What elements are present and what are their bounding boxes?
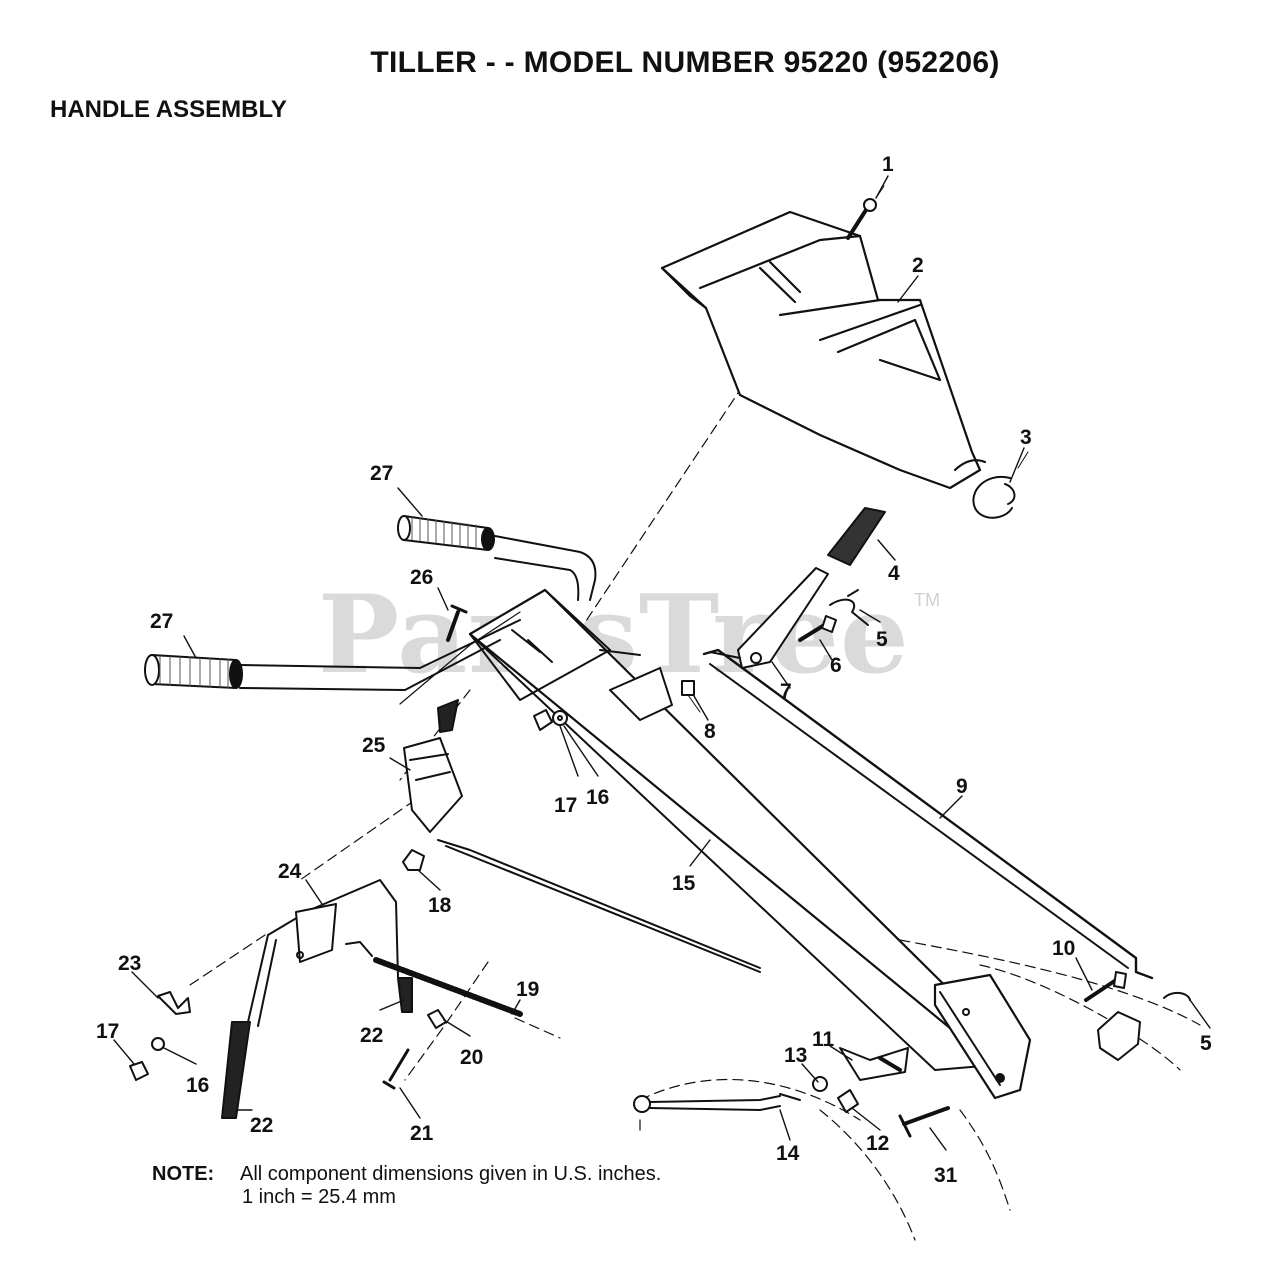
nut-part-20	[427, 1009, 447, 1029]
page-title: TILLER - - MODEL NUMBER 95220 (952206)	[370, 46, 1000, 79]
callout-22-lower: 22	[250, 1114, 273, 1137]
hairpin-clip-part-5-upper	[829, 589, 869, 626]
lever-part-7	[709, 507, 886, 669]
callout-13: 13	[784, 1044, 807, 1067]
callout-19: 19	[516, 978, 539, 1001]
callout-14: 14	[776, 1142, 800, 1165]
nut-part-12	[837, 1089, 859, 1113]
section-subtitle: HANDLE ASSEMBLY	[50, 96, 287, 123]
bracket-part-25	[403, 699, 761, 973]
bolt-part-31	[898, 1106, 950, 1138]
callout-17-upper: 17	[554, 794, 577, 817]
right-bracket-part	[1097, 992, 1191, 1061]
note-line-2: 1 inch = 25.4 mm	[242, 1186, 396, 1208]
screw-part-1	[846, 185, 885, 240]
callout-25: 25	[362, 734, 386, 757]
callout-10: 10	[1052, 937, 1075, 960]
callout-16-upper: 16	[586, 786, 609, 809]
callout-24: 24	[278, 860, 302, 883]
callout-12: 12	[866, 1132, 889, 1155]
callout-15: 15	[672, 872, 696, 895]
callout-11: 11	[812, 1028, 835, 1051]
callout-5-lower: 5	[1200, 1032, 1212, 1055]
watermark-trademark: TM	[914, 590, 940, 610]
dimensions-note: NOTE: All component dimensions given in U…	[152, 1163, 661, 1209]
clip-part-23	[157, 991, 191, 1015]
callout-27-lower: 27	[150, 610, 173, 633]
washer-nut-lower	[129, 1037, 165, 1081]
bolt-part-10	[1084, 971, 1127, 1002]
guide-lines	[189, 371, 1201, 1241]
callout-31: 31	[934, 1164, 958, 1187]
shift-lever-part-14	[633, 1093, 801, 1113]
lower-bracket-assembly	[839, 973, 1032, 1100]
callout-1: 1	[882, 153, 894, 176]
bolt-part-6	[798, 615, 837, 642]
callout-6: 6	[830, 654, 842, 677]
control-rod-part-9	[702, 648, 1154, 980]
grip-part-27-lower	[144, 654, 243, 689]
callout-18: 18	[428, 894, 452, 917]
clip-ring-part-3	[972, 451, 1029, 519]
callout-22-upper: 22	[360, 1024, 383, 1047]
note-label: NOTE:	[152, 1163, 215, 1185]
grip-part-27-upper	[397, 515, 495, 551]
callout-9: 9	[956, 775, 968, 798]
callout-3: 3	[1020, 426, 1032, 449]
cable-part-19	[345, 941, 523, 1017]
callout-8: 8	[704, 720, 716, 743]
grip-part-22-lower	[221, 1021, 251, 1119]
callout-27-upper: 27	[370, 462, 393, 485]
shift-rod-part-24	[247, 879, 399, 1027]
callout-23: 23	[118, 952, 141, 975]
handle-tube-part-15	[468, 588, 1002, 1071]
callout-2: 2	[912, 254, 924, 277]
callout-16-lower: 16	[186, 1074, 209, 1097]
leader-lines	[113, 175, 1211, 1151]
handle-panel-part	[660, 210, 987, 490]
nut-part-18	[402, 849, 425, 871]
callout-5-upper: 5	[876, 628, 888, 651]
callout-21: 21	[410, 1122, 434, 1145]
note-line-1: All component dimensions given in U.S. i…	[240, 1163, 662, 1185]
callout-20: 20	[460, 1046, 483, 1069]
bolt-part-21	[382, 1048, 410, 1090]
callout-17-lower: 17	[96, 1020, 119, 1043]
callout-7: 7	[780, 680, 792, 703]
washer-nut-upper	[533, 709, 568, 731]
callout-4: 4	[888, 562, 900, 585]
bolt-part-26	[399, 604, 521, 705]
callout-26: 26	[410, 566, 433, 589]
grip-part-22-upper	[397, 977, 413, 1013]
handle-bar-tube	[239, 535, 597, 691]
bushing-part-8	[681, 680, 701, 713]
